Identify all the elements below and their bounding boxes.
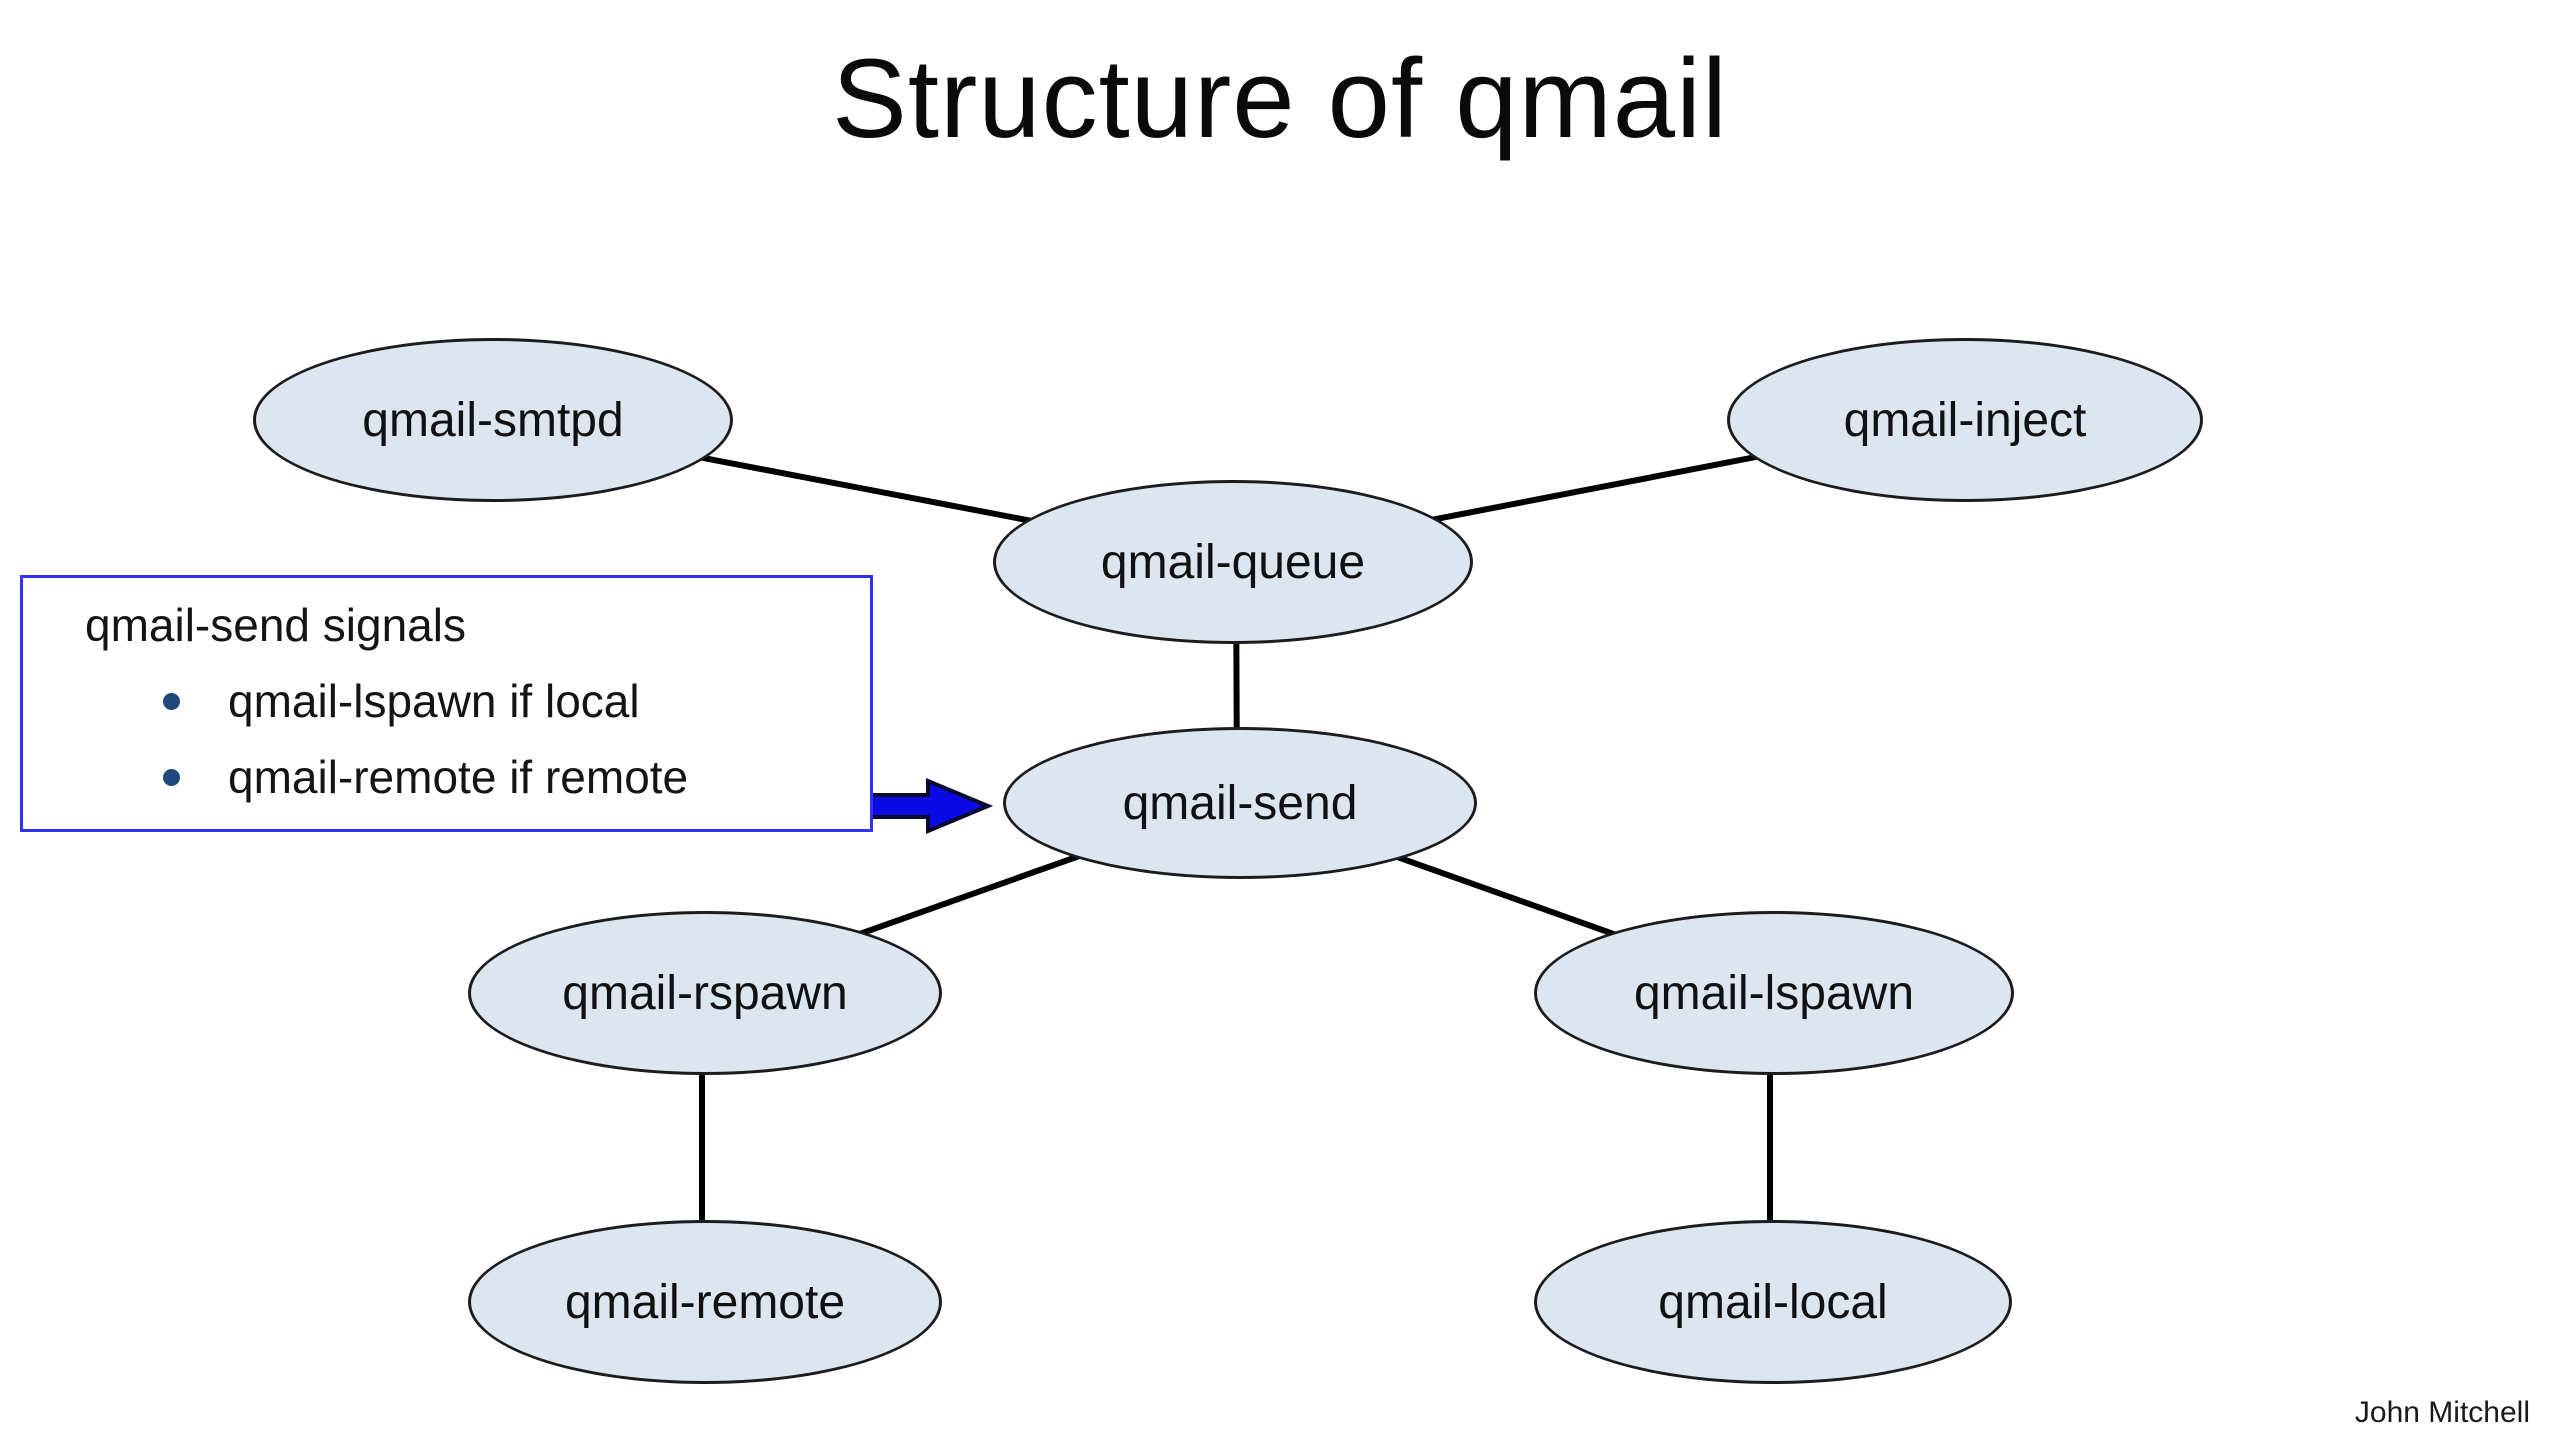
bullet-dot-icon (163, 768, 180, 786)
signals-item-text: qmail-remote if remote (228, 751, 689, 803)
node-qmail-smtpd: qmail-smtpd (253, 338, 733, 502)
signals-item-text: qmail-lspawn if local (228, 675, 640, 727)
author-credit: John Mitchell (2354, 1396, 2530, 1429)
node-label: qmail-send (1122, 776, 1358, 830)
signals-heading: qmail-send signals (85, 599, 466, 651)
node-qmail-lspawn: qmail-lspawn (1534, 911, 2014, 1075)
bullet-dot-icon (163, 692, 180, 710)
slide-title: Structure of qmail (832, 36, 1728, 161)
node-qmail-inject: qmail-inject (1727, 338, 2203, 502)
node-label: qmail-queue (1100, 535, 1366, 589)
node-qmail-remote: qmail-remote (468, 1220, 942, 1384)
signals-item: qmail-remote if remote (163, 750, 870, 804)
node-qmail-local: qmail-local (1534, 1220, 2012, 1384)
node-label: qmail-remote (564, 1275, 846, 1329)
node-qmail-queue: qmail-queue (993, 480, 1473, 644)
node-label: qmail-smtpd (362, 393, 624, 447)
node-qmail-rspawn: qmail-rspawn (468, 911, 942, 1075)
signals-item: qmail-lspawn if local (163, 674, 870, 728)
node-qmail-send: qmail-send (1003, 727, 1477, 879)
node-label: qmail-inject (1843, 393, 2087, 447)
node-label: qmail-lspawn (1633, 966, 1915, 1020)
signals-callout-box: qmail-send signals qmail-lspawn if local… (20, 575, 873, 832)
node-label: qmail-rspawn (562, 966, 848, 1020)
node-label: qmail-local (1658, 1275, 1888, 1329)
